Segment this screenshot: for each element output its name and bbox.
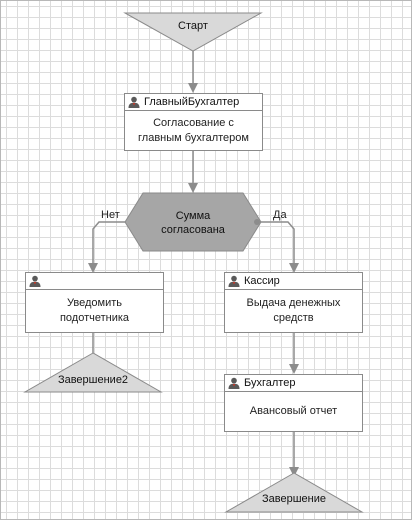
task-action: Авансовый отчет: [249, 405, 338, 417]
task-action: Выдача денежных средств: [246, 297, 341, 324]
decision-yes-port: [254, 219, 260, 225]
end2-label: Завершение2: [57, 374, 129, 386]
end2-terminal[interactable]: [23, 352, 163, 393]
task-header: ГлавныйБухгалтер: [125, 94, 262, 111]
task-chief-accountant[interactable]: ГлавныйБухгалтер Согласование с главным …: [124, 93, 263, 151]
task-action: Уведомить подотчетника: [59, 297, 130, 324]
connector-decision-yes: [259, 221, 299, 273]
task-role: ГлавныйБухгалтер: [144, 96, 240, 108]
task-cashier[interactable]: Кассир Выдача денежных средств: [224, 272, 363, 333]
user-icon: [228, 377, 240, 389]
task-header: Кассир: [225, 273, 362, 290]
user-icon: [128, 96, 140, 108]
user-icon: [29, 275, 41, 287]
connector-decision-no: [88, 221, 125, 273]
user-icon: [228, 275, 240, 287]
decision-label: Сумма согласована: [161, 210, 225, 236]
task-accountant[interactable]: Бухгалтер Авансовый отчет: [224, 374, 363, 432]
task-action: Согласование с главным бухгалтером: [138, 116, 249, 144]
start-label: Старт: [178, 20, 208, 32]
task-role: Кассир: [244, 275, 280, 287]
end-terminal[interactable]: [224, 472, 364, 513]
task-role: Бухгалтер: [244, 377, 296, 389]
start-terminal[interactable]: [123, 12, 263, 52]
task-notify[interactable]: Уведомить подотчетника: [25, 272, 164, 333]
branch-yes-label: Да: [273, 209, 287, 221]
task-header: Бухгалтер: [225, 375, 362, 392]
task-header: [26, 273, 163, 290]
end-label: Завершение: [262, 493, 326, 505]
branch-no-label: Нет: [101, 209, 120, 221]
